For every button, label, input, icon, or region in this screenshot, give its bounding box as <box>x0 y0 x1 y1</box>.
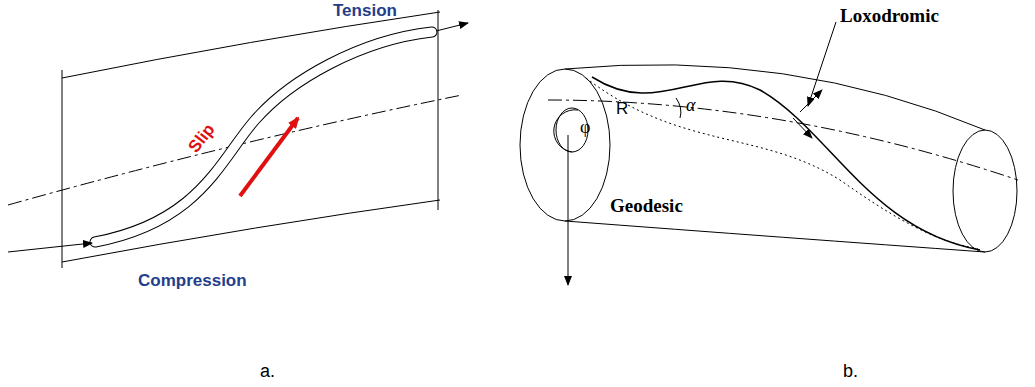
beam <box>8 10 468 268</box>
angle-symbol: φ <box>580 118 590 138</box>
loxodromic-label: Loxodromic <box>840 6 939 27</box>
tube <box>520 22 1018 285</box>
compression-label: Compression <box>138 272 247 291</box>
geodesic-label: Geodesic <box>610 196 683 217</box>
slip-arrow <box>240 118 298 196</box>
panel-label: b. <box>843 362 858 382</box>
tension-label: Tension <box>333 2 397 21</box>
slip-label: Slip <box>185 121 219 157</box>
panel-label: a. <box>260 362 275 382</box>
angle-symbol: α <box>686 96 695 116</box>
radius-label: R <box>616 100 628 119</box>
